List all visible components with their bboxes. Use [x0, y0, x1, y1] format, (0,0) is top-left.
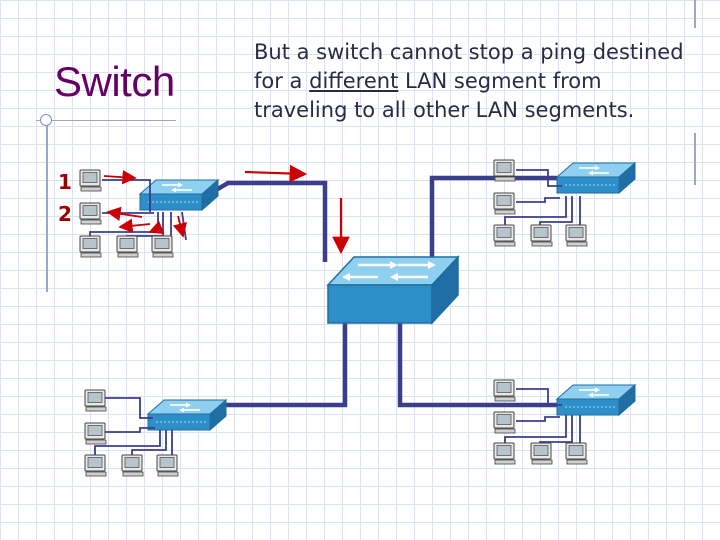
- decor-circle: [40, 114, 52, 126]
- computer-icon: [121, 454, 144, 477]
- slide-body: But a switch cannot stop a ping destined…: [254, 38, 694, 125]
- computer-icon: [530, 442, 553, 465]
- lan-top-left: [79, 169, 219, 258]
- computer-icon: [530, 224, 553, 247]
- decor-horizontal-line: [36, 120, 176, 121]
- switch-icon: [556, 162, 636, 194]
- computer-icon: [565, 442, 588, 465]
- computer-icon: [79, 169, 102, 192]
- lan-bottom-right: [493, 379, 636, 465]
- red-arrow-icon: [244, 164, 350, 255]
- decor-vertical-line: [46, 120, 48, 292]
- computer-icon: [79, 202, 102, 225]
- computer-icon: [84, 422, 107, 445]
- computer-icon: [151, 235, 174, 258]
- computer-icon: [84, 454, 107, 477]
- lan-top-right: [493, 159, 636, 247]
- red-arrow-icon: [103, 170, 187, 238]
- switch-icon: [139, 179, 219, 211]
- computer-icon: [79, 235, 102, 258]
- switch-icon: [147, 399, 227, 431]
- label-2: 2: [58, 202, 72, 226]
- computer-icon: [493, 442, 516, 465]
- computer-icon: [493, 379, 516, 402]
- computer-icon: [116, 235, 139, 258]
- decor-right-line-top: [694, 0, 696, 28]
- switch-icon: [556, 384, 636, 416]
- computer-icon: [156, 454, 179, 477]
- computer-icon: [84, 389, 107, 412]
- body-part-1: But a switch cannot stop a ping destined…: [254, 40, 684, 93]
- backbone-switch-icon: [326, 255, 460, 325]
- body-part-3: LAN segment from traveling to all other …: [254, 69, 635, 122]
- computer-icon: [493, 224, 516, 247]
- computer-icon: [493, 411, 516, 434]
- slide-title: Switch: [54, 58, 175, 105]
- body-part-underlined: different: [309, 69, 399, 93]
- computer-icon: [493, 159, 516, 182]
- computer-icon: [565, 224, 588, 247]
- computer-icon: [493, 192, 516, 215]
- label-1: 1: [58, 170, 72, 194]
- lan-bottom-left: [84, 389, 227, 477]
- decor-right-line-mid: [694, 133, 696, 185]
